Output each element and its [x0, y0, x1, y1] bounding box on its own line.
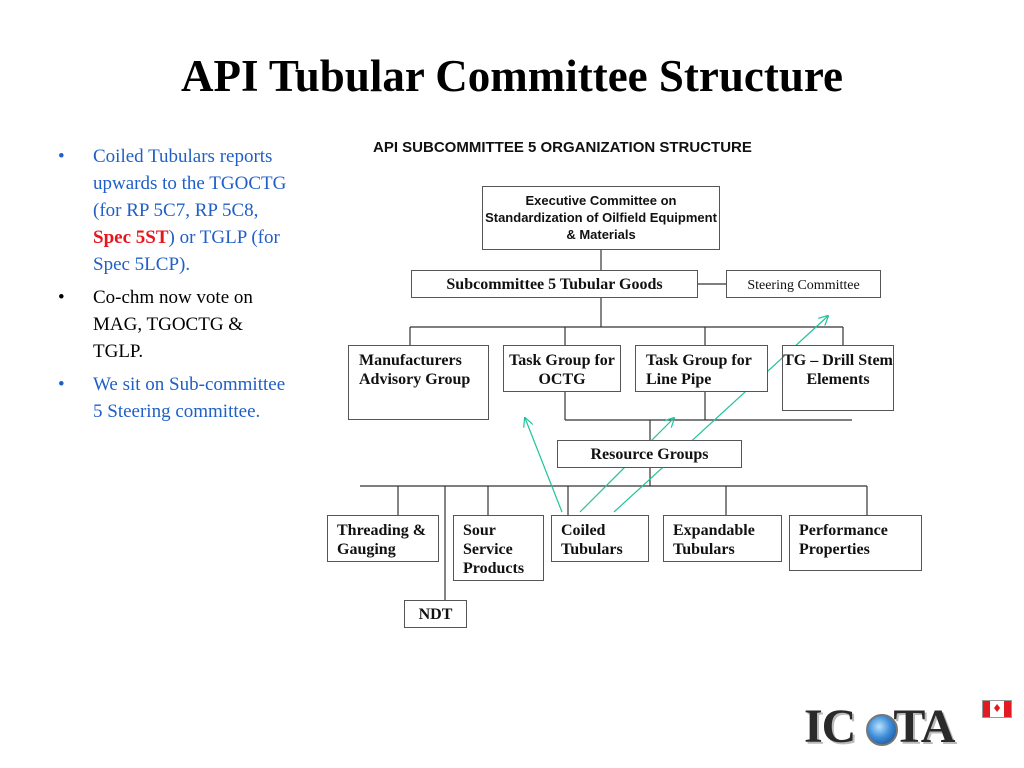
org-chart-title: API SUBCOMMITTEE 5 ORGANIZATION STRUCTUR… — [373, 139, 752, 156]
steering-committee-box: Steering Committee — [726, 270, 881, 298]
subcommittee-box: Subcommittee 5 Tubular Goods — [411, 270, 698, 298]
expandable-box: Expandable Tubulars — [663, 515, 782, 562]
tg-linepipe-box: Task Group for Line Pipe — [635, 345, 768, 392]
performance-box: Performance Properties — [789, 515, 922, 571]
threading-box: Threading & Gauging — [327, 515, 439, 562]
bullet-text-cont: ) or TGLP (for Spec 5LCP). — [93, 227, 280, 275]
bullet-dot: • — [58, 146, 65, 167]
globe-icon — [866, 714, 898, 746]
bullet-list: • Coiled Tubulars reports upwards to the … — [58, 143, 293, 431]
tg-octg-box: Task Group for OCTG — [503, 345, 621, 392]
canada-flag-icon: ♦ — [982, 700, 1012, 718]
bullet-item-cochm: • Co-chm now vote on MAG, TGOCTG & TGLP. — [58, 284, 293, 365]
tg-drill-box: TG – Drill Stem Elements — [782, 345, 894, 411]
slide-title: API Tubular Committee Structure — [180, 51, 844, 101]
bullet-dot: • — [58, 287, 65, 308]
arrow-to-octg — [525, 418, 563, 513]
bullet-highlight-spec5st: Spec 5ST — [93, 227, 169, 248]
bullet-text: Coiled Tubulars reports upwards to the T… — [93, 146, 287, 221]
mag-box: Manufacturers Advisory Group — [348, 345, 489, 420]
executive-committee-box: Executive Committee on Standardization o… — [482, 186, 720, 250]
bullet-text: We sit on Sub-committee 5 Steering commi… — [93, 374, 286, 422]
sour-service-box: Sour Service Products — [453, 515, 544, 581]
resource-groups-box: Resource Groups — [557, 440, 742, 468]
bullet-item-coiled: • Coiled Tubulars reports upwards to the … — [58, 143, 293, 278]
coiled-tubulars-box: Coiled Tubulars — [551, 515, 649, 562]
ndt-box: NDT — [404, 600, 467, 628]
bullet-text: Co-chm now vote on MAG, TGOCTG & TGLP. — [93, 287, 253, 362]
bullet-item-steering: • We sit on Sub-committee 5 Steering comm… — [58, 371, 293, 425]
bullet-dot: • — [58, 374, 65, 395]
